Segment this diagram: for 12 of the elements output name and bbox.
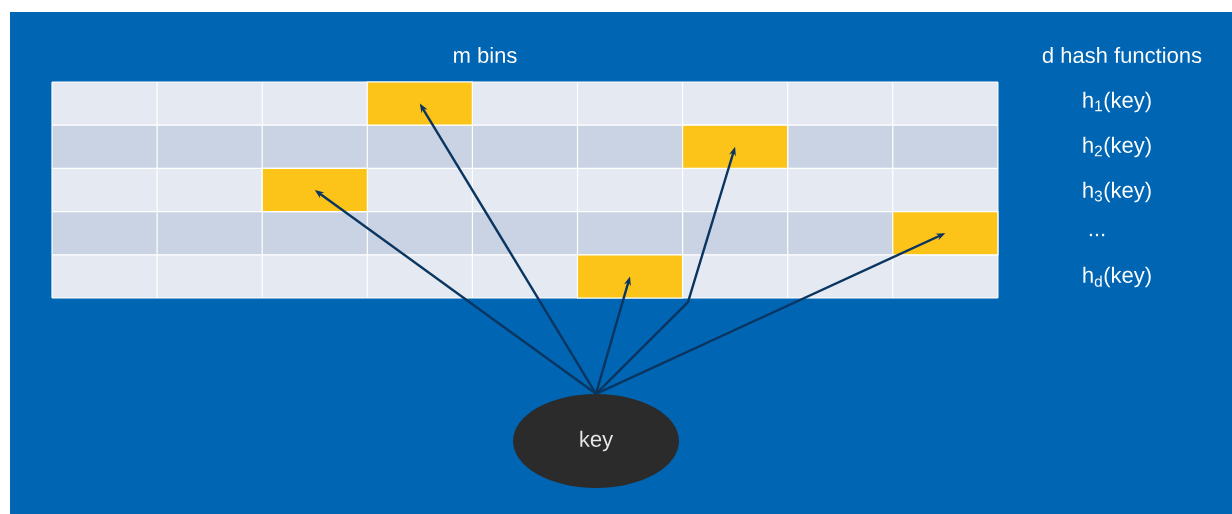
label-text: d hash functions <box>1042 46 1202 64</box>
label-text: ... <box>1089 233 1105 237</box>
highlighted-bin <box>366 81 473 126</box>
label-text: h$_{d}$(key) <box>1083 266 1151 288</box>
highlighted-bin <box>681 124 789 169</box>
highlighted-bin <box>576 254 684 299</box>
highlighted-bin <box>892 211 999 256</box>
highlighted-bin <box>261 167 368 213</box>
label-text: h$_{1}$(key) <box>1083 91 1151 113</box>
label-text: h$_{3}$(key) <box>1083 181 1151 203</box>
label-text: m bins <box>454 46 517 64</box>
label-text: h$_{2}$(key) <box>1083 136 1151 158</box>
